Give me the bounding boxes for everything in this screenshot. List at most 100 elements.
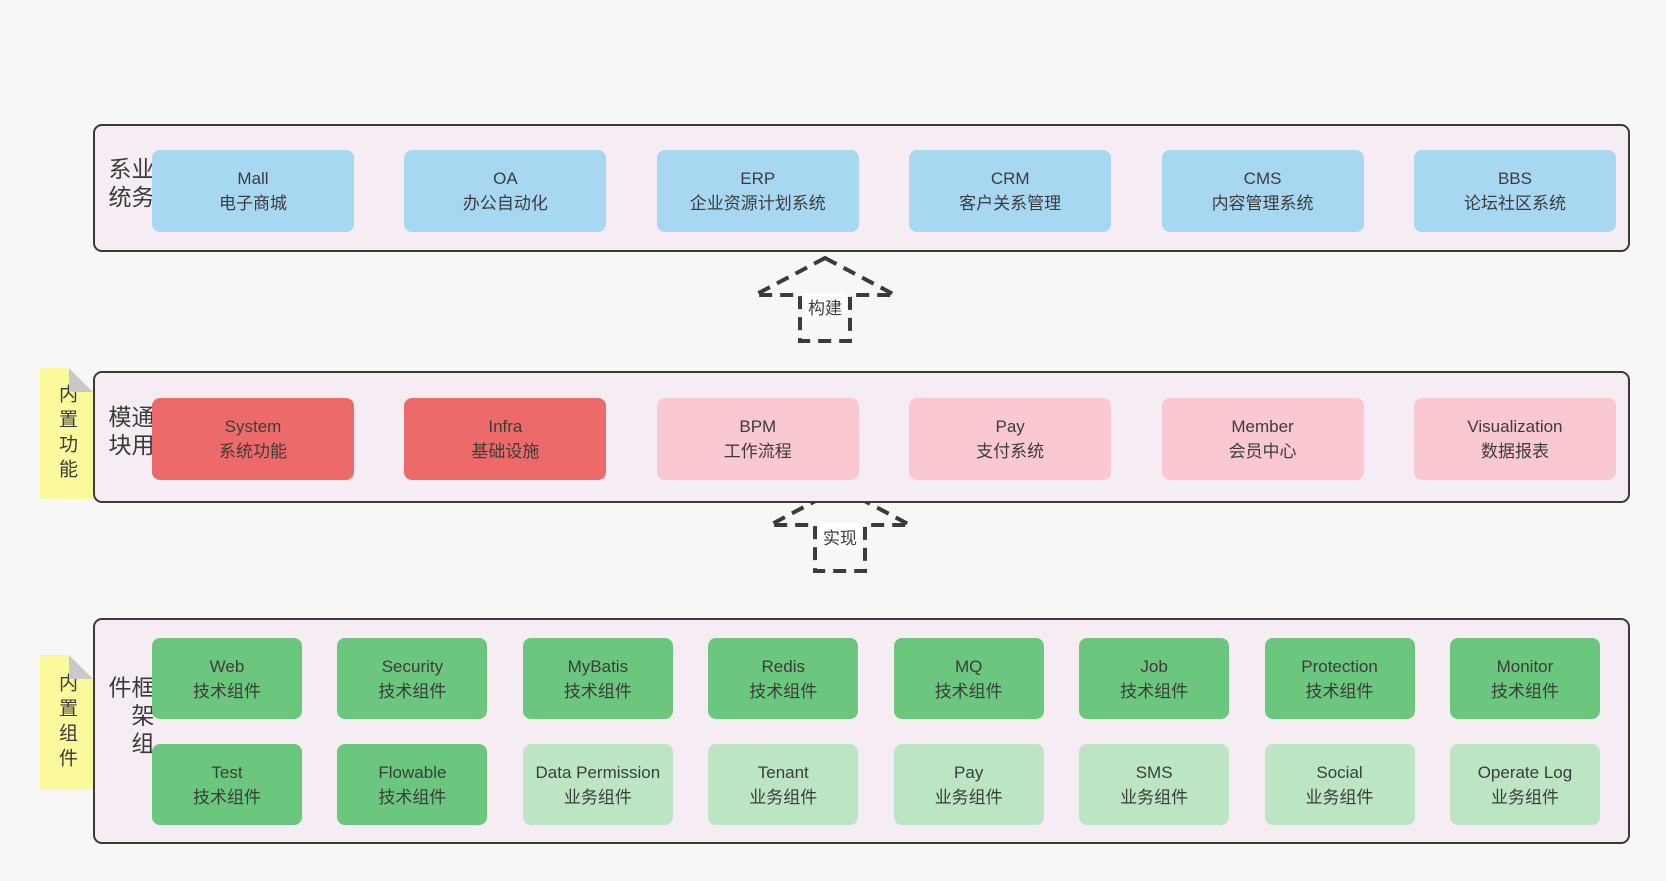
box-title: Pay: [954, 762, 984, 782]
box-subtitle: 技术组件: [1120, 681, 1189, 701]
note-fold-corner-icon: [69, 368, 93, 392]
box-monitor: Monitor 技术组件: [1449, 638, 1600, 719]
box-subtitle: 论坛社区系统: [1463, 194, 1566, 213]
box-title: Mall: [237, 169, 269, 188]
box-subtitle: 电子商城: [219, 194, 287, 213]
box-oa: OA 办公自动化: [404, 150, 607, 232]
box-subtitle: 业务组件: [1305, 787, 1374, 807]
box-title: Data Permission: [535, 762, 661, 782]
band-business-label: 业务系统: [105, 157, 154, 213]
framework-row-1: Web 技术组件 Security 技术组件 MyBatis 技术组件 Redi…: [152, 638, 1600, 719]
box-title: Infra: [488, 417, 523, 436]
box-redis: Redis 技术组件: [708, 638, 859, 719]
box-title: CRM: [990, 169, 1030, 188]
box-subtitle: 业务组件: [749, 787, 818, 807]
box-subtitle: 技术组件: [934, 681, 1003, 701]
box-title: Protection: [1301, 656, 1378, 676]
box-title: Job: [1140, 656, 1168, 676]
box-subtitle: 业务组件: [934, 787, 1003, 807]
box-cms: CMS 内容管理系统: [1161, 150, 1364, 232]
box-subtitle: 数据报表: [1480, 442, 1549, 461]
note-text: 内置功能: [56, 383, 77, 484]
box-title: Pay: [995, 417, 1025, 436]
box-subtitle: 客户关系管理: [959, 194, 1062, 213]
box-operate-log: Operate Log 业务组件: [1449, 744, 1600, 825]
box-title: System: [224, 417, 282, 436]
box-subtitle: 支付系统: [976, 442, 1045, 461]
arrow-build-label: 构建: [804, 293, 846, 320]
box-title: Visualization: [1467, 417, 1563, 436]
box-subtitle: 办公自动化: [462, 194, 548, 213]
sticky-note-built-in-components: 内置组件: [40, 655, 93, 790]
note-text: 内置组件: [56, 672, 77, 773]
box-subtitle: 技术组件: [1490, 681, 1559, 701]
sticky-note-built-in-functions: 内置功能: [40, 368, 93, 499]
box-subtitle: 系统功能: [219, 442, 287, 461]
band-framework-label: 框架组件: [105, 675, 154, 760]
box-subtitle: 工作流程: [723, 442, 792, 461]
box-infra: Infra 基础设施: [404, 398, 607, 480]
box-title: Web: [209, 656, 245, 676]
box-title: Monitor: [1496, 656, 1554, 676]
box-pay-component: Pay 业务组件: [893, 744, 1044, 825]
box-subtitle: 技术组件: [193, 787, 261, 807]
box-erp: ERP 企业资源计划系统: [656, 150, 859, 232]
box-title: Flowable: [378, 762, 447, 782]
box-test: Test 技术组件: [152, 744, 302, 825]
box-mybatis: MyBatis 技术组件: [522, 638, 673, 719]
box-title: MQ: [954, 656, 983, 676]
up-arrow-icon: [754, 255, 896, 343]
business-boxes-row: Mall 电子商城 OA 办公自动化 ERP 企业资源计划系统 CRM 客户关系…: [152, 150, 1616, 232]
note-fold-corner-icon: [69, 655, 93, 679]
box-title: Social: [1316, 762, 1363, 782]
arrow-implement-label: 实现: [819, 523, 861, 550]
box-subtitle: 技术组件: [193, 681, 261, 701]
box-subtitle: 会员中心: [1228, 442, 1297, 461]
box-subtitle: 技术组件: [563, 681, 632, 701]
box-title: Operate Log: [1477, 762, 1573, 782]
box-pay-system: Pay 支付系统: [909, 398, 1112, 480]
box-system: System 系统功能: [152, 398, 354, 480]
box-title: Tenant: [757, 762, 809, 782]
box-title: SMS: [1135, 762, 1173, 782]
box-data-permission: Data Permission 业务组件: [522, 744, 673, 825]
modules-boxes-row: System 系统功能 Infra 基础设施 BPM 工作流程 Pay 支付系统…: [152, 398, 1616, 480]
box-title: BPM: [739, 417, 777, 436]
box-subtitle: 业务组件: [1490, 787, 1559, 807]
box-title: MyBatis: [567, 656, 629, 676]
box-crm: CRM 客户关系管理: [909, 150, 1112, 232]
box-tenant: Tenant 业务组件: [708, 744, 859, 825]
box-mq: MQ 技术组件: [893, 638, 1044, 719]
box-title: Member: [1231, 417, 1294, 436]
box-subtitle: 技术组件: [378, 787, 447, 807]
box-subtitle: 技术组件: [1305, 681, 1374, 701]
box-title: OA: [493, 169, 518, 188]
box-subtitle: 内容管理系统: [1211, 194, 1314, 213]
band-framework-components: 框架组件 Web 技术组件 Security 技术组件 MyBatis 技术组件…: [93, 618, 1630, 844]
arrow-build: 构建: [752, 255, 898, 345]
up-arrow-icon: [769, 485, 911, 573]
framework-row-2: Test 技术组件 Flowable 技术组件 Data Permission …: [152, 744, 1600, 825]
box-subtitle: 业务组件: [563, 787, 632, 807]
box-flowable: Flowable 技术组件: [337, 744, 488, 825]
box-subtitle: 技术组件: [749, 681, 818, 701]
box-title: BBS: [1497, 169, 1532, 188]
box-subtitle: 基础设施: [471, 442, 540, 461]
box-mall: Mall 电子商城: [152, 150, 354, 232]
box-security: Security 技术组件: [337, 638, 488, 719]
box-title: Test: [211, 762, 243, 782]
box-bbs: BBS 论坛社区系统: [1413, 150, 1616, 232]
box-protection: Protection 技术组件: [1264, 638, 1415, 719]
band-common-modules: 通用模块 System 系统功能 Infra 基础设施 BPM 工作流程 Pay…: [93, 371, 1630, 503]
box-visualization: Visualization 数据报表: [1413, 398, 1616, 480]
box-member: Member 会员中心: [1161, 398, 1364, 480]
box-subtitle: 技术组件: [378, 681, 447, 701]
box-subtitle: 企业资源计划系统: [689, 194, 826, 213]
band-modules-label: 通用模块: [105, 405, 154, 461]
box-title: Security: [381, 656, 444, 676]
box-social: Social 业务组件: [1264, 744, 1415, 825]
box-title: Redis: [761, 656, 805, 676]
box-title: CMS: [1243, 169, 1282, 188]
box-subtitle: 业务组件: [1120, 787, 1189, 807]
box-sms: SMS 业务组件: [1079, 744, 1230, 825]
